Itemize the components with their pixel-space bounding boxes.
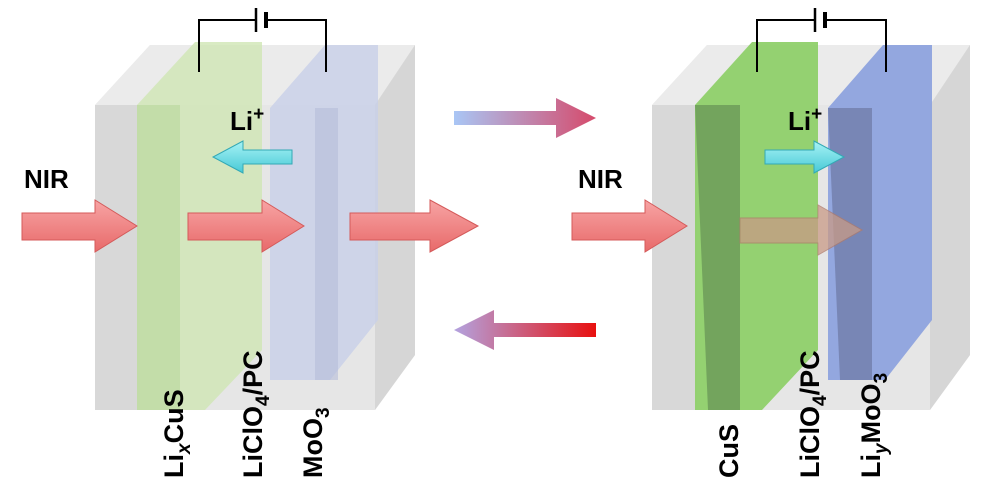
right-li-ion-label: Li+ (788, 104, 822, 136)
right-nir-arrow-in (571, 199, 688, 253)
right-nir-label: NIR (578, 164, 623, 194)
right-nir-arrow-blocked (739, 204, 864, 256)
reverse-process-arrow (454, 310, 596, 350)
process-arrows (454, 98, 596, 350)
right-device: NIR Li+ CuS LiClO4/PC LiyMoO3 (571, 8, 970, 478)
left-nir-arrow-in (21, 199, 138, 253)
right-layer-label-cus: CuS (714, 424, 744, 478)
forward-process-arrow (454, 98, 596, 138)
left-circuit-wire (198, 19, 327, 72)
left-layer-label-lixcus: LixCuS (159, 389, 195, 478)
left-nir-arrow-out (349, 199, 480, 253)
left-device: NIR Li+ LixCuS LiClO4/PC MoO3 (21, 8, 480, 478)
right-circuit-wire (756, 19, 887, 72)
left-layer-label-electrolyte: LiClO4/PC (238, 350, 274, 478)
left-moo3-front (315, 108, 338, 380)
right-liymoo3-front (828, 108, 872, 380)
left-li-ion-arrow (211, 140, 293, 174)
left-nir-arrow-mid (187, 199, 305, 253)
left-li-ion-label: Li+ (230, 104, 264, 136)
left-nir-label: NIR (24, 164, 69, 194)
right-glass-side (930, 45, 970, 410)
left-glass-front (95, 105, 140, 410)
right-layer-label-electrolyte: LiClO4/PC (795, 350, 831, 478)
right-cus-front (695, 105, 740, 410)
right-glass-front (652, 105, 697, 410)
right-li-ion-arrow (764, 140, 846, 174)
left-layer-label-moo3: MoO3 (298, 407, 334, 478)
right-layer-label-liymoo3: LiyMoO3 (856, 373, 892, 478)
left-lixcus-front (137, 105, 180, 410)
